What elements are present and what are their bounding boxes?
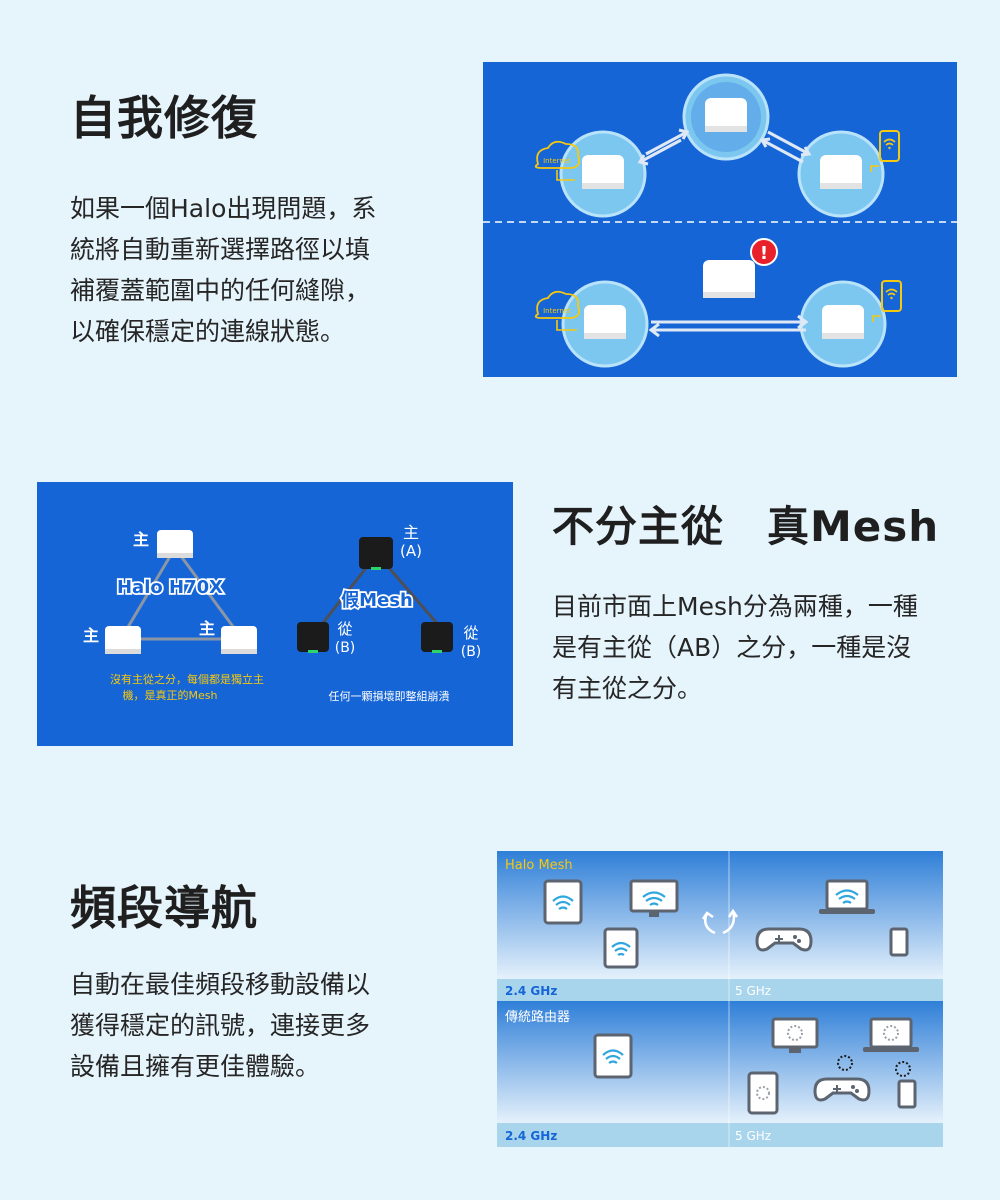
- section3-body-line: 獲得穩定的訊號，連接更多: [70, 1011, 371, 1040]
- internet-cloud-icon: Internet: [534, 140, 581, 181]
- router-node-b-left: [297, 622, 329, 653]
- traditional-router-label: 傳統路由器: [505, 1009, 570, 1025]
- master-label: 主: [83, 626, 99, 645]
- section1-body-line: 如果一個Halo出現問題，系: [70, 194, 377, 223]
- tablet-loading-icon: [747, 1071, 779, 1115]
- tablet-wifi-icon: [543, 879, 583, 925]
- arrow-icon: [637, 128, 812, 166]
- master-label: 主: [199, 619, 215, 638]
- slave-b-sub: (B): [335, 640, 356, 656]
- true-mesh-diagram: 主 主 主 Halo H70X 沒有主從之分，每個都是獨立主 機，是真正的Mes…: [37, 482, 513, 746]
- phone-wifi-icon: [872, 280, 902, 322]
- true-mesh-svg: 主 主 主 Halo H70X 沒有主從之分，每個都是獨立主 機，是真正的Mes…: [83, 523, 482, 703]
- section3-title: 頻段導航: [70, 881, 258, 935]
- mesh-node-bottom-left: [561, 280, 649, 368]
- self-healing-diagram: Internet !: [483, 62, 957, 377]
- band-24-label: 2.4 GHz: [505, 1129, 557, 1143]
- mesh-node-failed: [703, 260, 755, 298]
- section3-body-line: 設備且擁有更佳體驗。: [70, 1052, 321, 1081]
- section3-body-line: 自動在最佳頻段移動設備以: [70, 970, 371, 999]
- mesh-link-lines: [123, 547, 239, 641]
- halo-node-left: [105, 626, 141, 654]
- slave-b-sub: (B): [461, 644, 482, 660]
- section2-body-line: 有主從之分。: [552, 674, 703, 703]
- monitor-loading-icon: [771, 1017, 819, 1053]
- slave-b-label: 從: [337, 620, 352, 638]
- section1-body-line: 統將自動重新選擇路徑以填: [70, 235, 371, 264]
- phone-wifi-icon: [870, 130, 900, 172]
- router-node-b-right: [421, 622, 453, 653]
- loading-spinner-icon: [837, 1055, 911, 1077]
- laptop-loading-icon: [863, 1017, 919, 1052]
- mesh-node-top: [682, 73, 770, 161]
- master-a-sub: (A): [400, 542, 422, 560]
- gamepad-icon: [813, 1077, 871, 1102]
- section1-body-line: 以確保穩定的連線狀態。: [70, 317, 346, 346]
- mesh-node-bottom-right: [799, 280, 887, 368]
- band-steering-diagram: Halo Mesh 2.4 GHz 5 GHz 傳統路由器 2.4 GHz 5 …: [497, 851, 943, 1147]
- slave-b-label: 從: [463, 624, 478, 642]
- alert-glyph: !: [760, 243, 768, 264]
- fake-mesh-label: 假Mesh: [341, 589, 413, 611]
- mesh-node-right: [797, 130, 885, 218]
- internet-label: Internet: [543, 157, 571, 165]
- alert-icon: !: [750, 238, 778, 266]
- gamepad-icon: [755, 927, 813, 952]
- band-24-label: 2.4 GHz: [505, 984, 557, 998]
- phone-icon: [889, 927, 909, 957]
- band-5-label: 5 GHz: [735, 1129, 771, 1143]
- section1-body-line: 補覆蓋範圍中的任何縫隙，: [70, 276, 371, 305]
- self-healing-svg: Internet !: [483, 73, 957, 368]
- section1-title: 自我修復: [70, 91, 258, 145]
- monitor-wifi-icon: [629, 879, 679, 917]
- master-a-label: 主: [403, 523, 419, 542]
- fake-mesh-caption: 任何一顆損壞即整組崩潰: [329, 689, 450, 703]
- true-mesh-caption: 沒有主從之分，每個都是獨立主: [110, 672, 264, 686]
- laptop-wifi-icon: [819, 879, 875, 914]
- section2-title: 不分主從 真Mesh: [552, 502, 940, 551]
- halo-mesh-label: Halo Mesh: [505, 858, 573, 873]
- section3-body: 自動在最佳頻段移動設備以 獲得穩定的訊號，連接更多 設備且擁有更佳體驗。: [70, 964, 430, 1087]
- true-mesh-caption: 機，是真正的Mesh: [123, 688, 218, 702]
- halo-node-top: [157, 530, 193, 558]
- mesh-node-left: [559, 130, 647, 218]
- section1-body: 如果一個Halo出現問題，系 統將自動重新選擇路徑以填 補覆蓋範圍中的任何縫隙，…: [70, 188, 430, 352]
- section2-body: 目前市面上Mesh分為兩種，一種 是有主從（AB）之分，一種是沒 有主從之分。: [552, 586, 972, 709]
- master-label: 主: [133, 530, 149, 549]
- product-label: Halo H70X: [117, 577, 223, 598]
- tablet-wifi-icon: [593, 1033, 633, 1079]
- router-node-a: [359, 537, 393, 570]
- refresh-arrows-icon: [701, 908, 739, 935]
- tablet-wifi-icon: [603, 927, 639, 969]
- section2-body-line: 目前市面上Mesh分為兩種，一種: [552, 592, 918, 621]
- internet-label: Internet: [543, 307, 571, 315]
- band-steering-svg: Halo Mesh 2.4 GHz 5 GHz 傳統路由器 2.4 GHz 5 …: [497, 851, 943, 1147]
- internet-cloud-icon: Internet: [534, 290, 581, 331]
- band-5-label: 5 GHz: [735, 984, 771, 998]
- section2-body-line: 是有主從（AB）之分，一種是沒: [552, 633, 912, 662]
- arrow-icon: [648, 314, 809, 338]
- phone-icon: [897, 1079, 917, 1109]
- halo-node-right: [221, 626, 257, 654]
